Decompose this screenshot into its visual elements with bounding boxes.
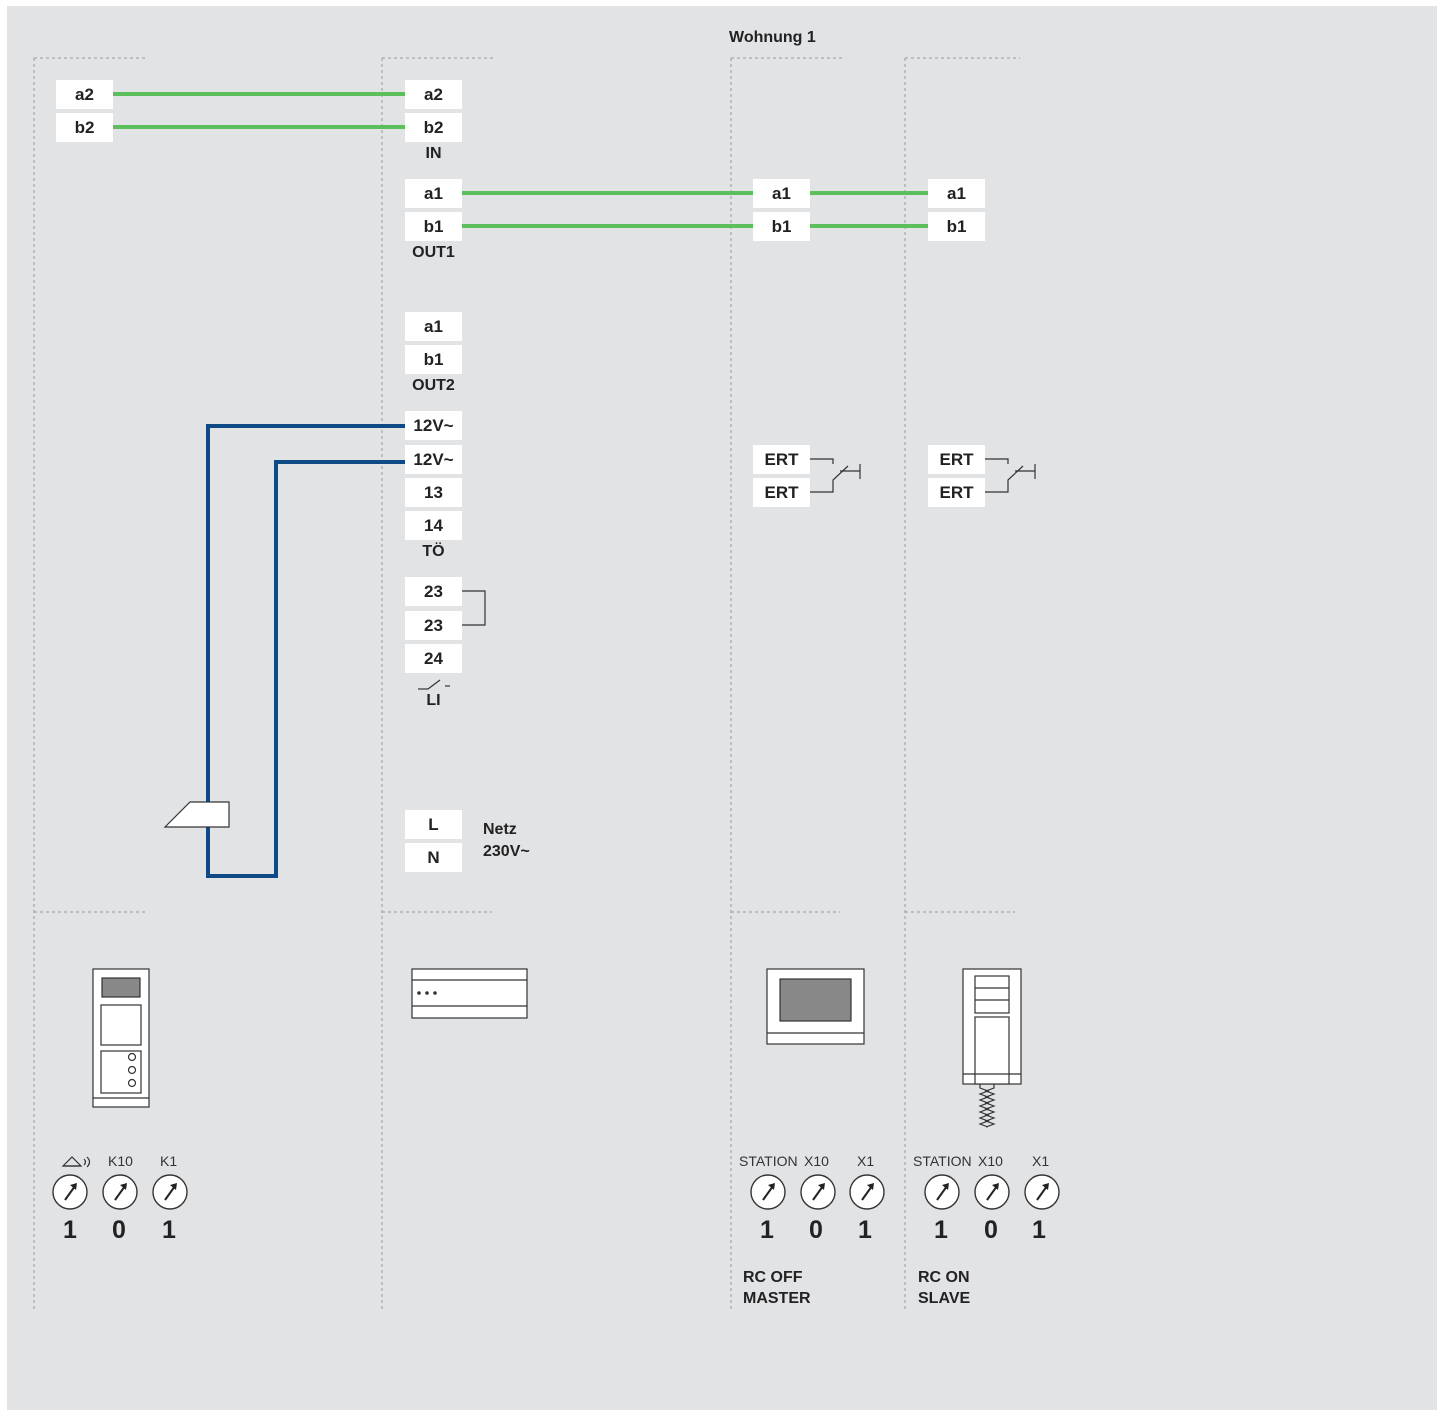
video-monitor-icon [766, 968, 865, 1045]
terminal-col1-a2: a2 [56, 80, 113, 109]
label-out2: OUT2 [412, 377, 455, 394]
terminal-out2-b1: b1 [405, 345, 462, 374]
rotary-dial-icon [849, 1174, 885, 1210]
ert-switch-col4-icon [985, 458, 1036, 493]
rotary-dial-icon [800, 1174, 836, 1210]
label-li: LI [426, 692, 441, 709]
dial-value-col4-1: 1 [934, 1216, 948, 1244]
bus-wires [113, 92, 928, 228]
terminal-col4-ert-2: ERT [928, 478, 985, 507]
rotary-dial-icon [974, 1174, 1010, 1210]
terminal-col3-a1: a1 [753, 179, 810, 208]
rotary-dial-icon [750, 1174, 786, 1210]
dial-label-x1-col3: X1 [857, 1153, 875, 1169]
li-contact-icon [418, 679, 450, 690]
ert-switch-col3-icon [810, 458, 861, 493]
terminal-n: N [405, 843, 462, 872]
dial-value-col3-2: 0 [809, 1216, 823, 1244]
dial-value-col4-2: 0 [984, 1216, 998, 1244]
terminal-out1-a1: a1 [405, 179, 462, 208]
intercom-handset-icon [962, 968, 1022, 1128]
mode-col3-line1: RC OFF [743, 1269, 803, 1286]
dial-value-col1-2: 0 [112, 1216, 126, 1244]
rotary-dial-icon [102, 1174, 138, 1210]
terminal-12v-2: 12V~ [405, 445, 462, 474]
diagram-background [7, 6, 1437, 1410]
rotary-dial-icon [52, 1174, 88, 1210]
terminal-13: 13 [405, 478, 462, 507]
rotary-dial-icon [152, 1174, 188, 1210]
terminal-l: L [405, 810, 462, 839]
dial-value-col4-3: 1 [1032, 1216, 1046, 1244]
dial-value-col3-3: 1 [858, 1216, 872, 1244]
rotary-dial-icon [1024, 1174, 1060, 1210]
terminal-col4-b1: b1 [928, 212, 985, 241]
terminal-col4-ert-1: ERT [928, 445, 985, 474]
door-station-icon [92, 968, 150, 1108]
terminal-col1-b2: b2 [56, 113, 113, 142]
column-separators [33, 57, 1020, 1310]
mode-col3-line2: MASTER [743, 1290, 811, 1307]
mode-col4-line1: RC ON [918, 1269, 970, 1286]
rotary-dial-icon [924, 1174, 960, 1210]
terminal-col3-b1: b1 [753, 212, 810, 241]
terminal-out1-b1: b1 [405, 212, 462, 241]
mode-col4-line2: SLAVE [918, 1290, 971, 1307]
label-230v: 230V~ [483, 843, 530, 860]
label-to: TÖ [422, 543, 445, 560]
terminal-in-b2: b2 [405, 113, 462, 142]
doorbell-house-icon [61, 1156, 91, 1168]
door-opener-icon [163, 801, 230, 828]
dial-label-x10-col3: X10 [804, 1153, 829, 1169]
dial-value-col3-1: 1 [760, 1216, 774, 1244]
dial-value-col1-3: 1 [162, 1216, 176, 1244]
terminal-14: 14 [405, 511, 462, 540]
label-netz: Netz [483, 821, 517, 838]
dial-label-x1-col4: X1 [1032, 1153, 1050, 1169]
terminal-out2-a1: a1 [405, 312, 462, 341]
terminal-col3-ert-1: ERT [753, 445, 810, 474]
terminal-23-1: 23 [405, 577, 462, 606]
terminal-24: 24 [405, 644, 462, 673]
label-out1: OUT1 [412, 244, 455, 261]
dial-label-station-col3: STATION [739, 1153, 798, 1169]
power-wires [206, 424, 405, 878]
dial-label-k10: K10 [108, 1153, 133, 1169]
power-supply-rail-icon [411, 968, 528, 1019]
dial-label-k1: K1 [160, 1153, 178, 1169]
dial-label-x10-col4: X10 [978, 1153, 1003, 1169]
dial-value-col1-1: 1 [63, 1216, 77, 1244]
terminal-col3-ert-2: ERT [753, 478, 810, 507]
li-bridge [462, 590, 486, 626]
page-title: Wohnung 1 [729, 29, 816, 46]
label-in: IN [425, 145, 442, 162]
terminal-col4-a1: a1 [928, 179, 985, 208]
terminal-in-a2: a2 [405, 80, 462, 109]
terminal-12v-1: 12V~ [405, 411, 462, 440]
terminal-23-2: 23 [405, 611, 462, 640]
dial-label-station-col4: STATION [913, 1153, 972, 1169]
rotary-dials [52, 1174, 1060, 1210]
